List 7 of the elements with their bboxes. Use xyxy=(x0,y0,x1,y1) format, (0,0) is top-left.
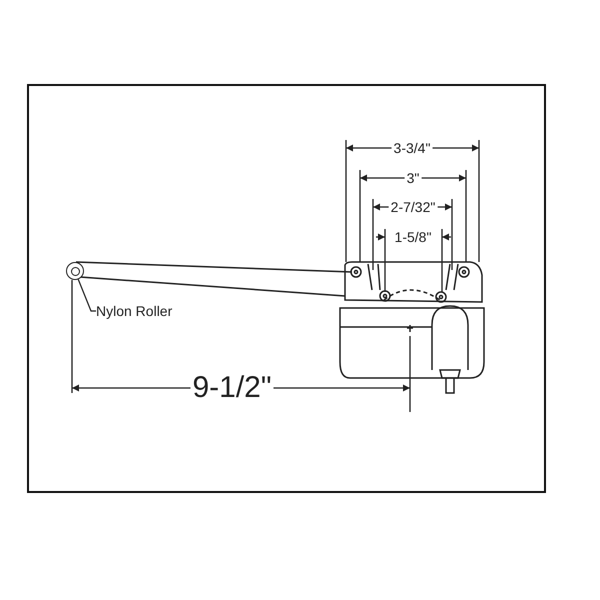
dimension-label: 3-3/4" xyxy=(392,141,432,155)
dimension-label: 3" xyxy=(404,171,422,185)
leader-line xyxy=(78,279,96,312)
dimension-label: 1-5/8" xyxy=(392,230,434,244)
dimension-label: 2-7/32" xyxy=(388,200,438,214)
roller-circle xyxy=(66,262,84,280)
callout-label: Nylon Roller xyxy=(96,302,226,320)
